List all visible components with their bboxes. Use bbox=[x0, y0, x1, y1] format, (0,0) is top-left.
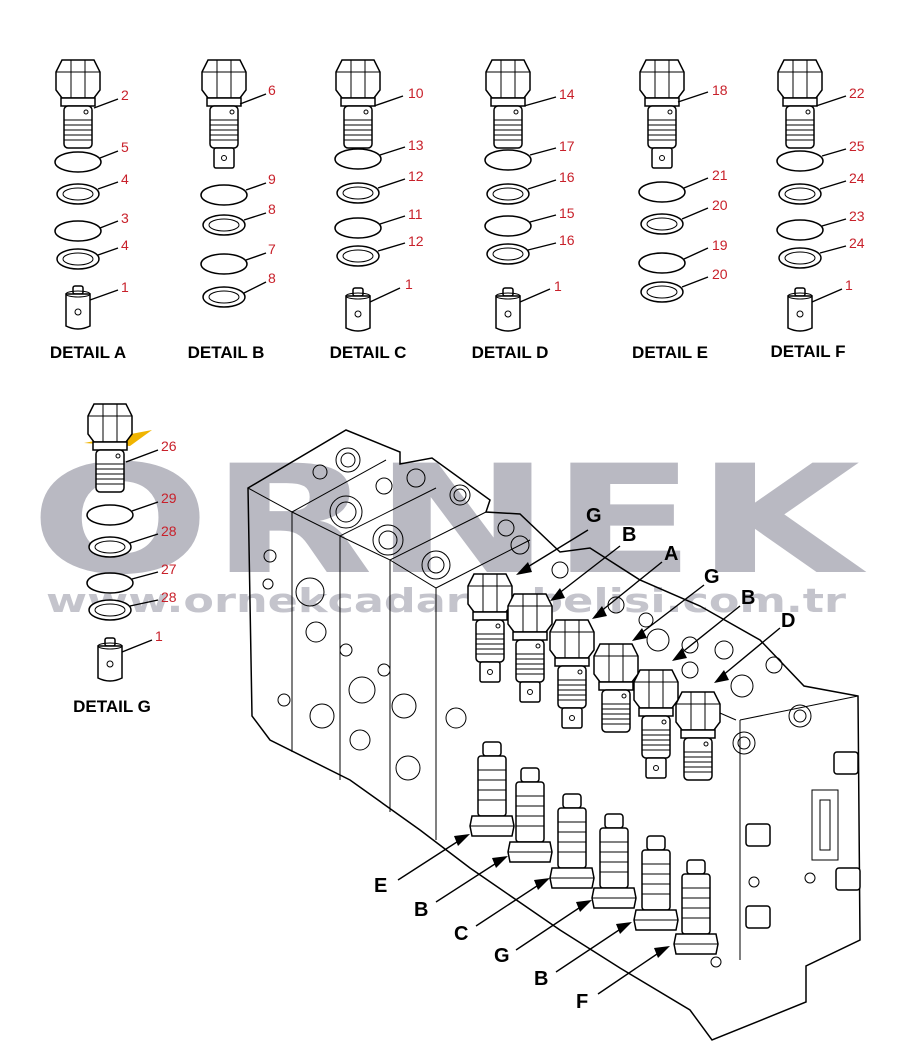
detail-caption: DETAIL C bbox=[330, 343, 407, 362]
part-number: 17 bbox=[559, 138, 575, 154]
part-number: 2 bbox=[121, 87, 129, 103]
valve-label: B bbox=[534, 968, 548, 990]
relief-valve bbox=[593, 643, 639, 733]
arrow-b-1 bbox=[557, 545, 621, 595]
detail-caption: DETAIL E bbox=[632, 343, 708, 362]
arrow-e bbox=[397, 839, 461, 881]
part-number: 24 bbox=[849, 235, 865, 251]
part-number: 22 bbox=[849, 85, 865, 101]
detail-caption: DETAIL B bbox=[188, 343, 265, 362]
watermark-brand: ORNEK bbox=[30, 434, 867, 608]
valve-label: E bbox=[374, 875, 387, 897]
arrow-f bbox=[597, 951, 661, 995]
part-number: 1 bbox=[554, 278, 562, 294]
arrow-g-2 bbox=[639, 584, 705, 635]
part-number: 29 bbox=[161, 490, 177, 506]
relief-valve bbox=[634, 670, 678, 778]
valve-label: B bbox=[622, 524, 636, 546]
cartridge bbox=[633, 835, 679, 931]
part-number: 10 bbox=[408, 85, 424, 101]
part-number: 28 bbox=[161, 589, 177, 605]
part-number: 14 bbox=[559, 86, 575, 102]
cartridge bbox=[673, 859, 719, 955]
valve-label: G bbox=[494, 945, 510, 967]
detail-caption: DETAIL D bbox=[472, 343, 549, 362]
part-number: 8 bbox=[268, 201, 276, 217]
part-number: 25 bbox=[849, 138, 865, 154]
valve-label: D bbox=[781, 610, 795, 632]
part-number: 1 bbox=[121, 279, 129, 295]
arrow-b-4 bbox=[555, 927, 623, 973]
arrow-b-3 bbox=[435, 861, 499, 903]
part-number: 1 bbox=[405, 276, 413, 292]
arrow-g-1 bbox=[525, 529, 589, 569]
valve-label: B bbox=[414, 899, 428, 921]
relief-valve bbox=[468, 574, 512, 682]
arrow-d bbox=[721, 627, 781, 677]
arrow-c bbox=[475, 883, 541, 927]
cartridge bbox=[469, 741, 515, 837]
valve-labels: G B A G B D E B C G B F bbox=[374, 505, 795, 1013]
arrow-b-2 bbox=[679, 605, 741, 655]
pointer-arrows bbox=[397, 529, 781, 995]
cartridge bbox=[591, 813, 637, 909]
detail-caption: DETAIL F bbox=[771, 342, 846, 361]
part-number: 5 bbox=[121, 139, 129, 155]
part-number: 12 bbox=[408, 233, 424, 249]
detail-f: 22 25 24 23 24 1 DETAIL F bbox=[771, 59, 865, 361]
valve-label: F bbox=[576, 991, 588, 1013]
part-number: 12 bbox=[408, 168, 424, 184]
relief-valve bbox=[675, 691, 721, 781]
part-number: 11 bbox=[408, 206, 423, 222]
part-number: 28 bbox=[161, 523, 177, 539]
part-number: 16 bbox=[559, 232, 575, 248]
detail-d: 14 17 16 15 16 1 DETAIL D bbox=[472, 59, 575, 362]
detail-a: 2 5 4 3 4 1 DETAIL A bbox=[50, 59, 129, 362]
valve-label: G bbox=[586, 505, 602, 527]
part-number: 20 bbox=[712, 197, 728, 213]
detail-e: 18 21 20 19 20 DETAIL E bbox=[632, 60, 728, 362]
detail-c: 10 13 12 11 12 1 DETAIL C bbox=[330, 59, 424, 362]
part-number: 20 bbox=[712, 266, 728, 282]
part-number: 3 bbox=[121, 210, 129, 226]
valve-label: B bbox=[741, 587, 755, 609]
part-number: 13 bbox=[408, 137, 424, 153]
relief-valve bbox=[550, 620, 594, 728]
detail-b: 6 9 8 7 8 DETAIL B bbox=[188, 60, 276, 362]
part-number: 27 bbox=[161, 561, 177, 577]
detail-caption: DETAIL A bbox=[50, 343, 126, 362]
part-number: 1 bbox=[845, 277, 853, 293]
detail-caption: DETAIL G bbox=[73, 697, 151, 716]
part-number: 8 bbox=[268, 270, 276, 286]
part-number: 21 bbox=[712, 167, 728, 183]
valve-label: G bbox=[704, 566, 720, 588]
part-number: 7 bbox=[268, 241, 276, 257]
arrow-a bbox=[599, 561, 663, 613]
cartridge bbox=[507, 767, 553, 863]
part-number: 26 bbox=[161, 438, 177, 454]
part-number: 4 bbox=[121, 237, 129, 253]
part-number: 9 bbox=[268, 171, 276, 187]
part-number: 23 bbox=[849, 208, 865, 224]
part-number: 18 bbox=[712, 82, 728, 98]
valve-label: C bbox=[454, 923, 468, 945]
arrow-g-3 bbox=[515, 905, 583, 951]
part-number: 16 bbox=[559, 169, 575, 185]
detail-g: 26 29 28 27 28 1 DETAIL G bbox=[73, 403, 177, 716]
part-number: 1 bbox=[155, 628, 163, 644]
part-number: 15 bbox=[559, 205, 575, 221]
part-number: 24 bbox=[849, 170, 865, 186]
part-number: 19 bbox=[712, 237, 728, 253]
cartridge bbox=[549, 793, 595, 889]
valve-label: A bbox=[664, 543, 678, 565]
part-number: 4 bbox=[121, 171, 129, 187]
relief-valve bbox=[508, 594, 552, 702]
watermark: ORNEK www.ornekcadarubbelisi.com.tr bbox=[30, 430, 867, 620]
part-number: 6 bbox=[268, 82, 276, 98]
